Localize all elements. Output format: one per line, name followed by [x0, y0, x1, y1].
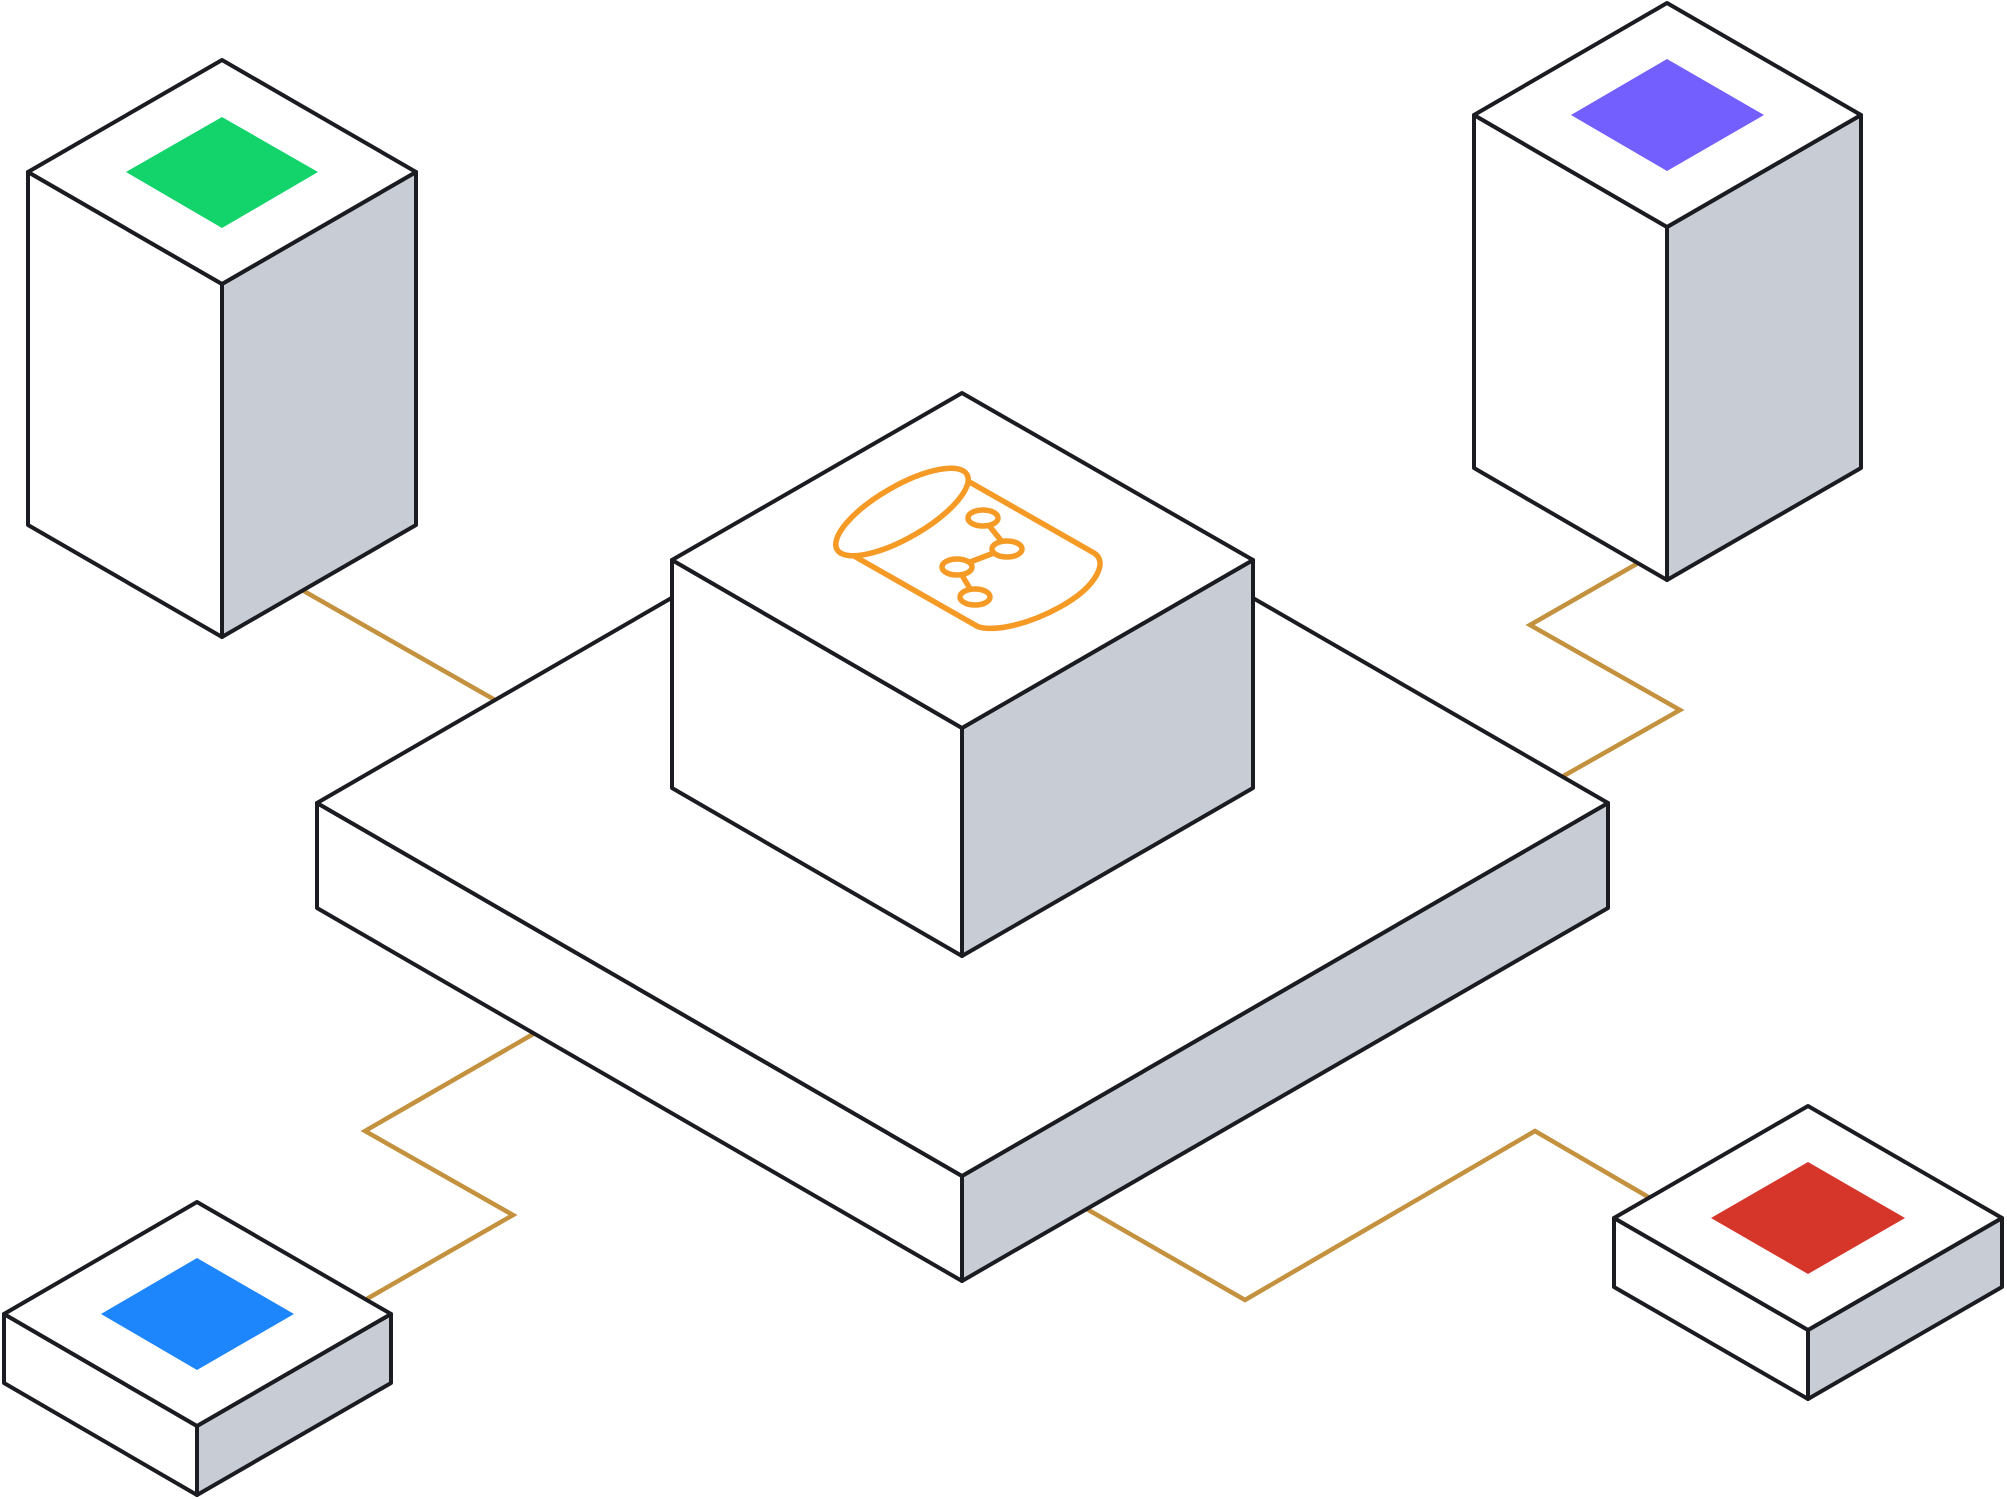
graph-node-4	[957, 586, 993, 608]
top-left-server	[26, 58, 418, 639]
connector-top-left	[300, 588, 497, 702]
graph-edges	[954, 515, 1010, 600]
bottom-left-block	[2, 1200, 393, 1497]
graph-node-3	[939, 556, 975, 578]
bottom-right-accent-square	[1711, 1162, 1905, 1274]
connector-bottom-left	[360, 1031, 537, 1302]
top-right-accent-square	[1571, 59, 1764, 171]
connector-bottom-right	[1083, 1128, 1652, 1303]
top-left-accent-square	[126, 117, 318, 228]
hub-cube	[670, 391, 1255, 958]
graph-node-2	[989, 538, 1025, 560]
connector-top-right	[1525, 560, 1685, 780]
bottom-left-accent-square	[101, 1258, 294, 1370]
database-top-ellipse	[833, 465, 971, 559]
database-graph-icon	[833, 465, 1103, 632]
top-right-server	[1472, 1, 1863, 582]
connector-lines	[300, 560, 1685, 1303]
graph-node-1	[965, 507, 1001, 529]
bottom-right-block	[1612, 1104, 2004, 1401]
